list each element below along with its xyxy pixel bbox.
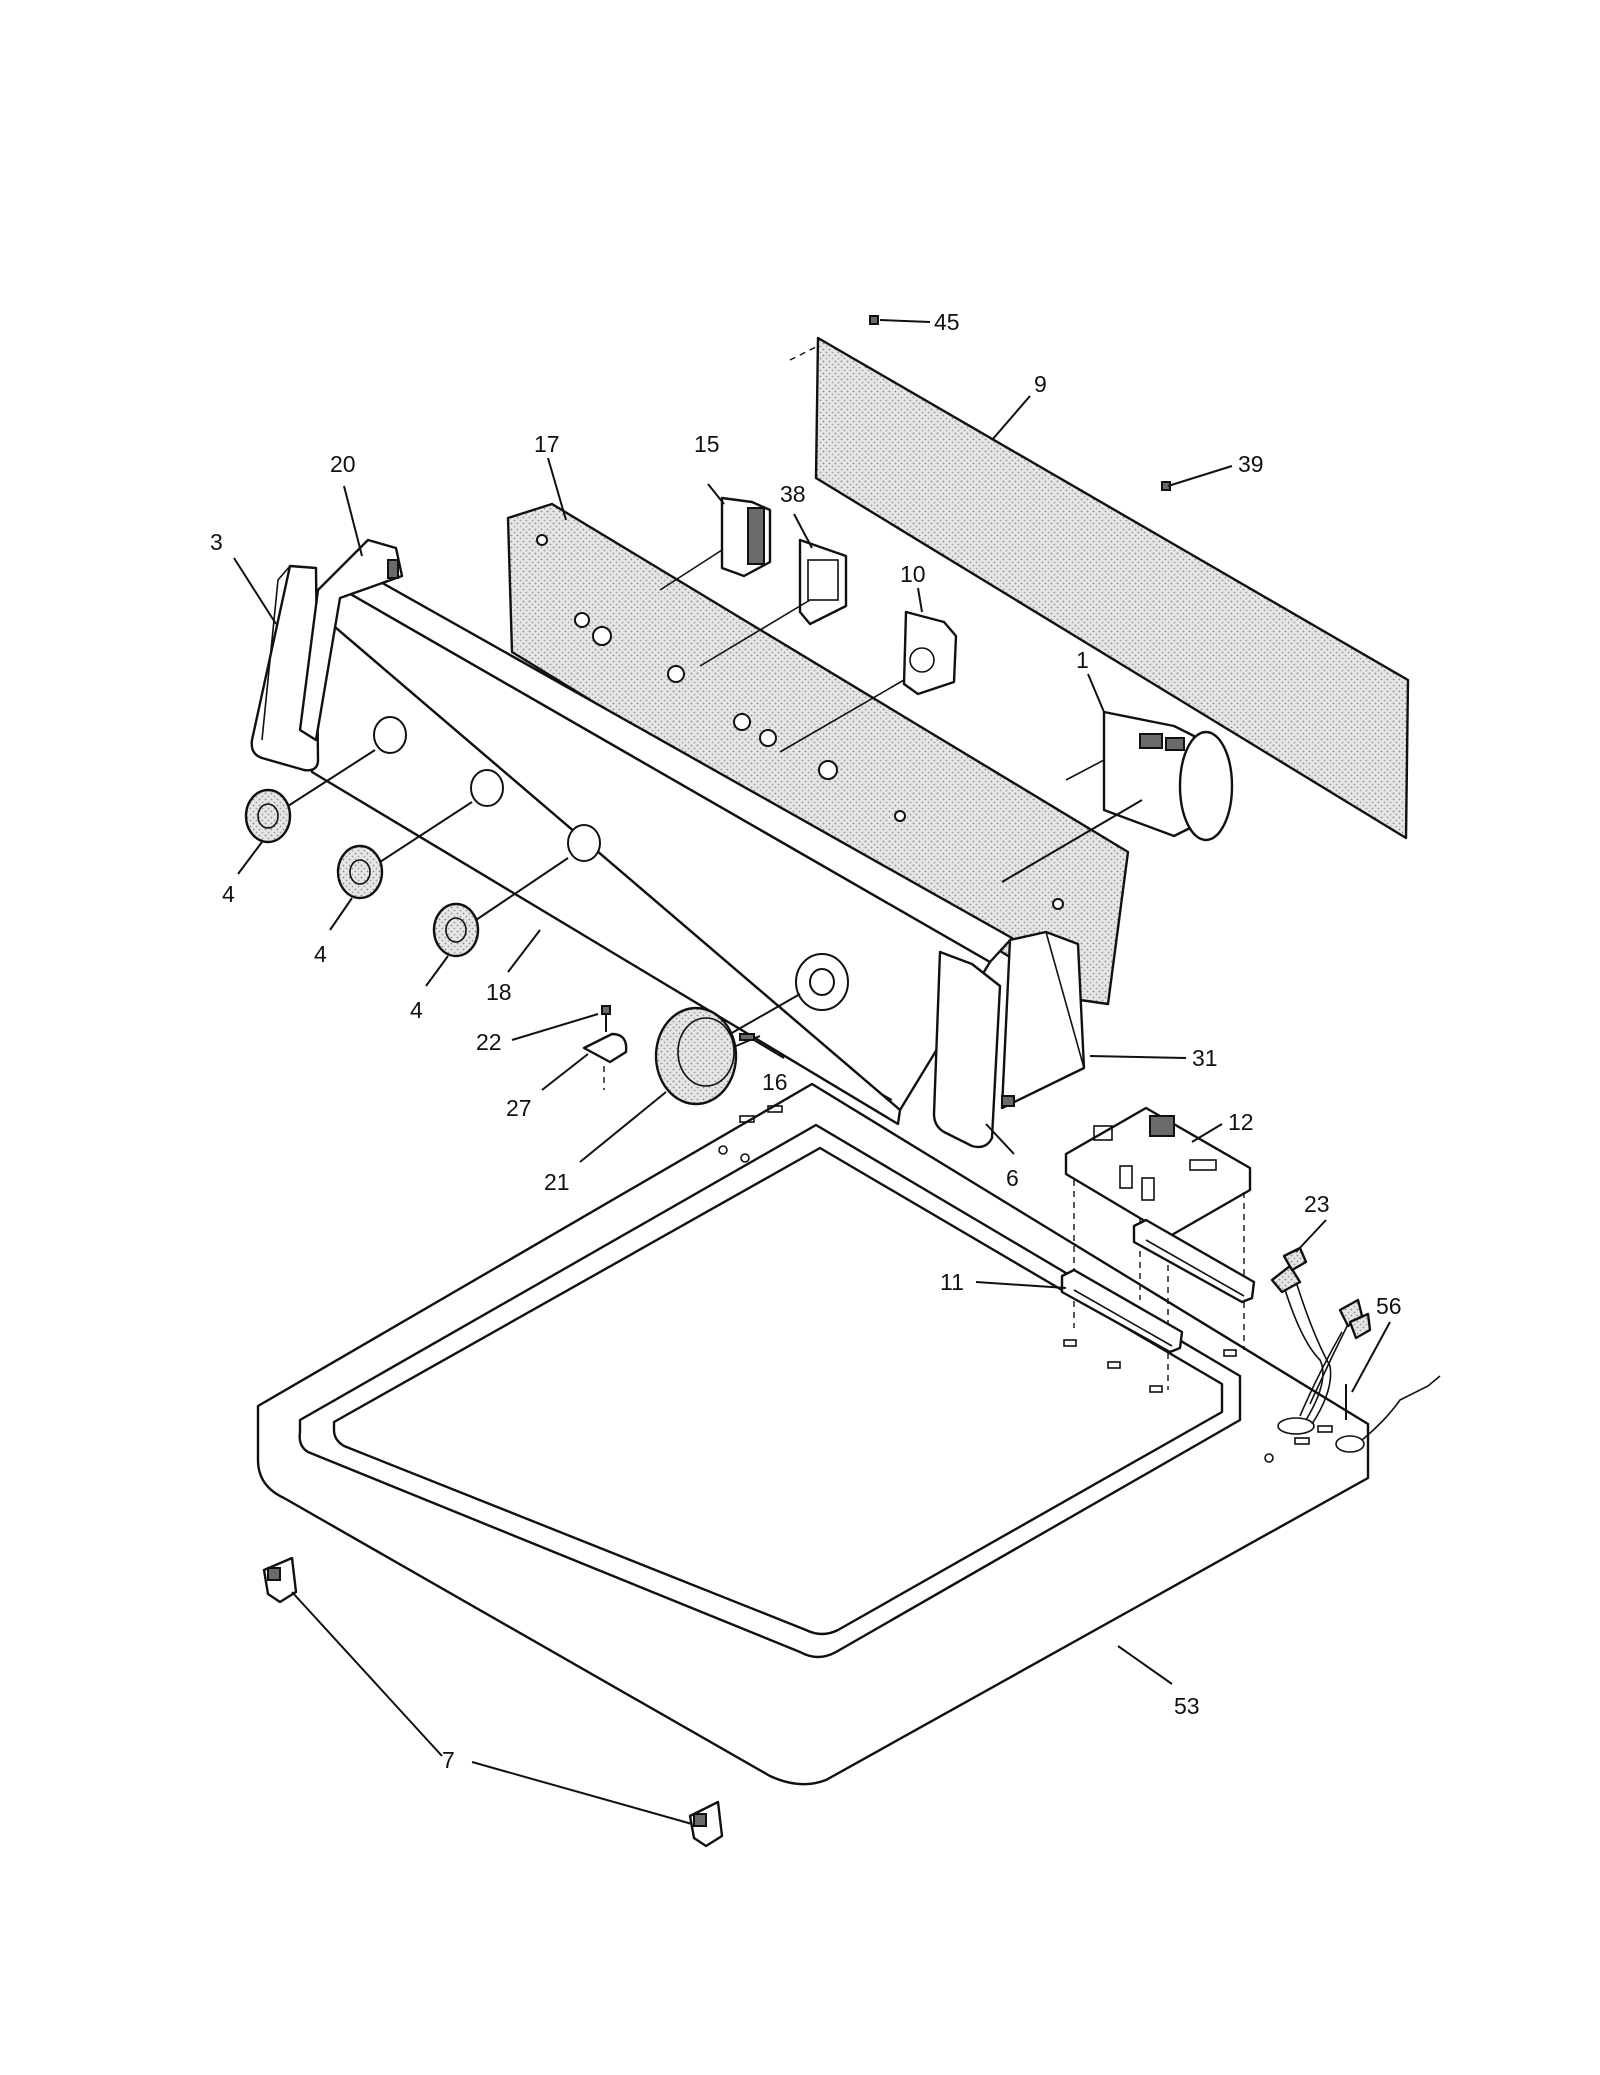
callout-17: 17 bbox=[534, 431, 560, 457]
switch-15 bbox=[659, 496, 772, 591]
timer bbox=[1001, 710, 1234, 883]
callout-20: 20 bbox=[330, 451, 356, 477]
top-cabinet-slots bbox=[718, 1105, 1333, 1463]
pin-16 bbox=[735, 1033, 761, 1047]
callout-3: 3 bbox=[210, 529, 223, 555]
callout-labels: 45 9 39 20 17 15 38 3 10 1 4 4 4 18 22 1… bbox=[210, 309, 1402, 1773]
knob-3 bbox=[432, 857, 569, 958]
screw-45 bbox=[869, 315, 879, 325]
control-panel-back bbox=[506, 502, 1130, 1006]
callout-27: 27 bbox=[506, 1095, 532, 1121]
leader-lines bbox=[233, 319, 1391, 1825]
console-knob-holes bbox=[373, 716, 849, 1011]
callout-9: 9 bbox=[1034, 371, 1047, 397]
board-brackets bbox=[1060, 1218, 1256, 1354]
callout-31: 31 bbox=[1192, 1045, 1218, 1071]
control-panel-back-holes bbox=[536, 534, 1064, 910]
knob-2 bbox=[336, 801, 473, 900]
callout-21: 21 bbox=[544, 1169, 570, 1195]
end-cap-right bbox=[932, 950, 1002, 1149]
switch-38 bbox=[699, 538, 848, 667]
callout-11: 11 bbox=[940, 1269, 964, 1295]
end-bracket-left bbox=[298, 538, 404, 742]
callout-15: 15 bbox=[694, 431, 720, 457]
callout-56: 56 bbox=[1376, 1293, 1402, 1319]
callout-53: 53 bbox=[1174, 1693, 1200, 1719]
callout-22: 22 bbox=[476, 1029, 502, 1055]
cam-27 bbox=[582, 1032, 628, 1090]
callout-16: 16 bbox=[762, 1069, 788, 1095]
callout-4b: 4 bbox=[314, 941, 327, 967]
clip-left bbox=[262, 1556, 298, 1604]
callout-4a: 4 bbox=[222, 881, 235, 907]
knobs bbox=[244, 749, 569, 958]
rear-panel bbox=[789, 336, 1410, 840]
timer-knob bbox=[654, 993, 801, 1106]
callout-45: 45 bbox=[934, 309, 960, 335]
callout-4c: 4 bbox=[410, 997, 423, 1023]
callout-7: 7 bbox=[442, 1747, 455, 1773]
callout-23: 23 bbox=[1304, 1191, 1330, 1217]
callout-38: 38 bbox=[780, 481, 806, 507]
callout-18: 18 bbox=[486, 979, 512, 1005]
top-cabinet bbox=[256, 1082, 1370, 1786]
clip-right bbox=[688, 1800, 724, 1848]
knob-1 bbox=[244, 749, 376, 844]
wiring-harness bbox=[1270, 1246, 1372, 1435]
ground-screw bbox=[1335, 1375, 1441, 1453]
callout-39: 39 bbox=[1238, 451, 1264, 477]
screw-22 bbox=[601, 1005, 611, 1032]
callout-6: 6 bbox=[1006, 1165, 1019, 1191]
callout-10: 10 bbox=[900, 561, 926, 587]
switch-10 bbox=[779, 610, 958, 753]
callout-1: 1 bbox=[1076, 647, 1089, 673]
callout-12: 12 bbox=[1228, 1109, 1254, 1135]
end-bracket-right bbox=[1000, 930, 1086, 1110]
